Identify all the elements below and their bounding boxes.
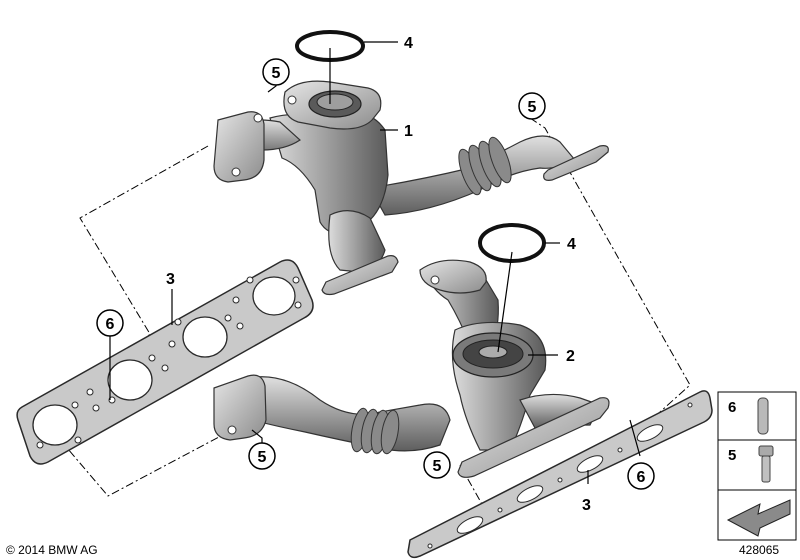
arrow-icon xyxy=(726,499,791,537)
callout-part-6-left: 6 xyxy=(96,309,124,337)
nut-icon xyxy=(758,445,774,483)
svg-text:6: 6 xyxy=(106,316,115,333)
callout-part-3-left: 3 xyxy=(166,271,175,288)
legend-item-nut: 5 xyxy=(728,445,774,483)
svg-text:5: 5 xyxy=(433,458,442,475)
svg-text:5: 5 xyxy=(728,447,736,464)
exhaust-manifold-upper xyxy=(213,80,609,296)
callout-part-1: 1 xyxy=(404,123,413,140)
callout-part-4-mid: 4 xyxy=(567,236,576,253)
exhaust-manifold-lower xyxy=(213,259,610,478)
svg-text:6: 6 xyxy=(637,469,646,486)
copyright-text: © 2014 BMW AG xyxy=(6,543,98,557)
gasket-left xyxy=(16,259,314,465)
callout-part-5-a: 5 xyxy=(262,58,290,86)
callout-part-3-right: 3 xyxy=(582,497,591,514)
gasket-right xyxy=(407,390,713,559)
sealing-ring-mid xyxy=(478,223,546,263)
callout-part-2: 2 xyxy=(566,348,575,365)
legend-item-stud: 6 xyxy=(728,397,769,435)
svg-text:5: 5 xyxy=(272,65,281,82)
legend-panel: 6 5 xyxy=(717,391,797,541)
callout-part-6-right: 6 xyxy=(627,462,655,490)
callout-part-5-b: 5 xyxy=(518,92,546,120)
stud-icon xyxy=(757,397,769,435)
callouts: 4 1 4 2 3 3 5 5 5 5 6 6 xyxy=(96,35,655,514)
svg-text:6: 6 xyxy=(728,399,736,416)
svg-text:5: 5 xyxy=(258,449,267,466)
diagram-number: 428065 xyxy=(739,543,779,557)
callout-part-5-d: 5 xyxy=(423,451,451,479)
svg-text:5: 5 xyxy=(528,99,537,116)
callout-part-5-c: 5 xyxy=(248,442,276,470)
callout-part-4-top: 4 xyxy=(404,35,413,52)
